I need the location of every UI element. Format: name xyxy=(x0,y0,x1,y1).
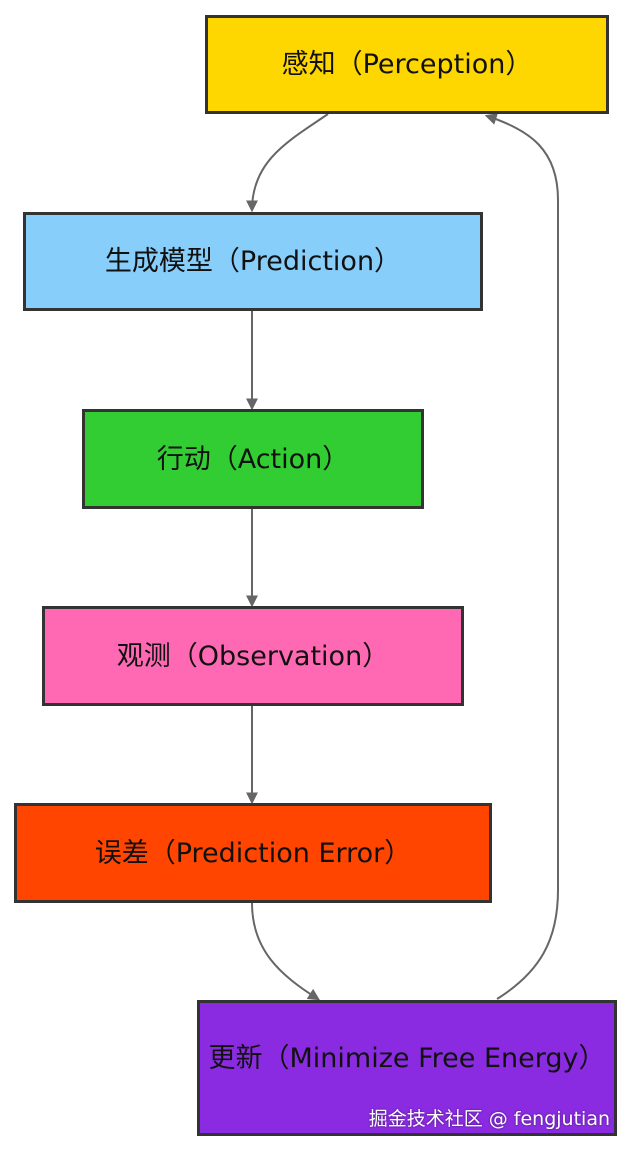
watermark: 掘金技术社区 @ fengjutian xyxy=(368,1108,610,1130)
node-observation-label: 观测（Observation） xyxy=(116,640,390,672)
node-action-label: 行动（Action） xyxy=(156,443,350,475)
node-prediction: 生成模型（Prediction） xyxy=(23,212,483,311)
edge-update-to-perception xyxy=(484,113,559,1000)
node-update-label: 更新（Minimize Free Energy） xyxy=(208,1042,606,1074)
edge-error-to-update xyxy=(251,902,321,1001)
node-prediction-label: 生成模型（Prediction） xyxy=(104,246,402,277)
edge-perception-to-prediction xyxy=(246,113,329,213)
node-error: 误差（Prediction Error） xyxy=(14,803,492,903)
node-perception-label: 感知（Perception） xyxy=(281,49,533,80)
node-observation: 观测（Observation） xyxy=(42,606,464,706)
node-action: 行动（Action） xyxy=(82,409,424,509)
node-error-label: 误差（Prediction Error） xyxy=(94,837,412,869)
node-perception: 感知（Perception） xyxy=(205,15,609,114)
node-update: 更新（Minimize Free Energy） xyxy=(197,1000,617,1136)
